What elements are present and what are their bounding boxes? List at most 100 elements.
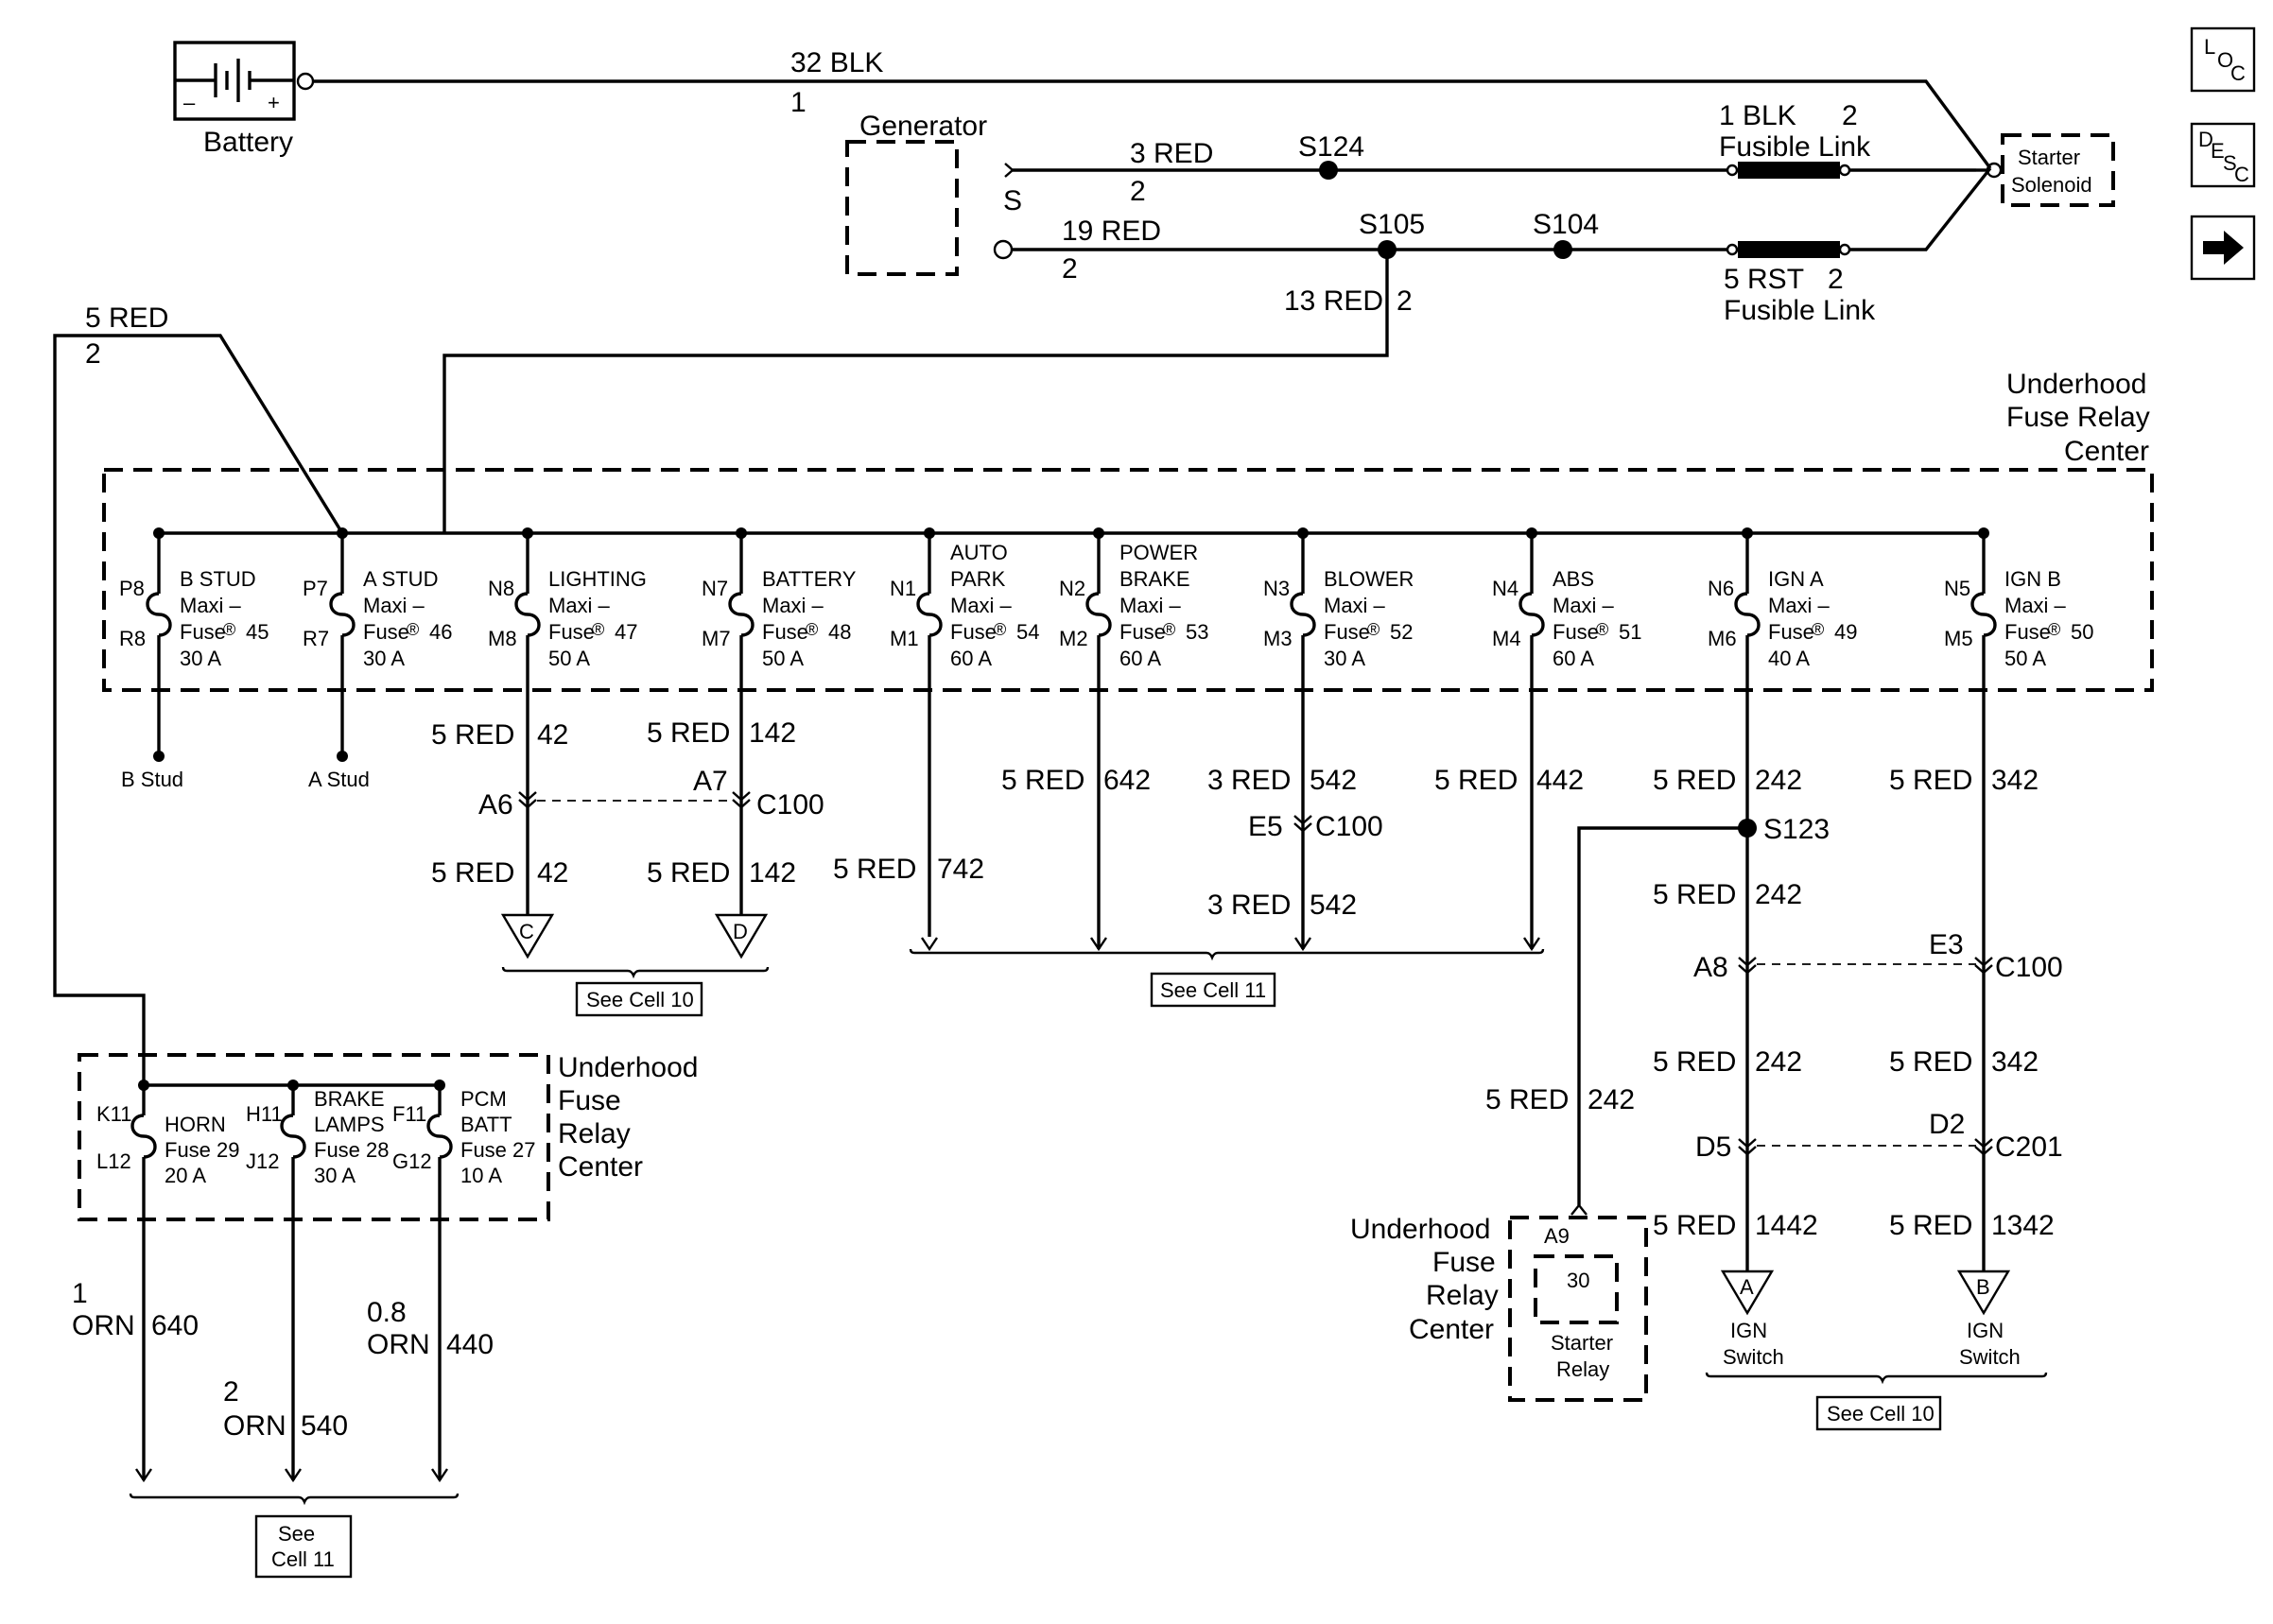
fuse-label-line3: 30 A: [314, 1164, 356, 1187]
ref-c-label: C: [519, 920, 534, 943]
wire-440-circuit: 440: [446, 1329, 494, 1360]
description-button[interactable]: D E S C: [2190, 122, 2256, 188]
conn-e3: E3: [1929, 929, 1964, 960]
fuse-label-line2: Maxi –: [1119, 594, 1182, 617]
splice-s104: [1553, 240, 1572, 259]
arrow-down-icon: [1090, 937, 1107, 952]
fuse-pin-top: P7: [303, 577, 328, 600]
fuse-label-line3: Fuse: [950, 620, 997, 644]
fuse-pin-top: P8: [119, 577, 145, 600]
wire-640-circuit: 640: [151, 1310, 199, 1341]
registered-mark: ®: [1812, 620, 1824, 639]
fuse-pin-bottom: M3: [1263, 627, 1293, 650]
connector-chevron-icon: [518, 791, 537, 802]
fuse-element-icon: [329, 592, 356, 637]
registered-mark: ®: [1596, 620, 1608, 639]
ign-a-line2: Switch: [1723, 1345, 1784, 1369]
conn-e5: E5: [1248, 811, 1283, 842]
ufrc-main-line1: Underhood: [2006, 369, 2146, 400]
generator-label: Generator: [859, 111, 987, 142]
registered-mark: ®: [1163, 620, 1175, 639]
wire-442-color: 5 RED: [1434, 765, 1518, 796]
see-cell-11-mid[interactable]: [1150, 972, 1276, 1008]
fuse-label-line3: Fuse: [1324, 620, 1370, 644]
ufrc-lower-line1: Underhood: [558, 1052, 698, 1083]
fuse-label-line2: Maxi –: [363, 594, 425, 617]
wire-1442-color: 5 RED: [1653, 1210, 1736, 1241]
fuse-element-icon: [280, 1114, 306, 1159]
fuse-number: 53: [1186, 620, 1208, 644]
conn-c100-1: C100: [756, 789, 824, 821]
generator-pin-s: S: [1003, 185, 1022, 216]
fuse-label-line3: 10 A: [460, 1164, 502, 1187]
fuse-label-line1: LAMPS: [314, 1113, 385, 1136]
connector-chevron-icon: [732, 791, 751, 802]
fuse-label-line0: BRAKE: [314, 1087, 385, 1111]
fuse-element-icon: [426, 1114, 453, 1159]
see-cell-10-left[interactable]: [575, 981, 703, 1017]
fuse-element-icon: [1290, 592, 1316, 637]
fuse-amperage: 30 A: [363, 647, 405, 670]
wire-242d-color: 5 RED: [1485, 1084, 1569, 1115]
fuse-amperage: 40 A: [1768, 647, 1810, 670]
next-arrow-button[interactable]: [2190, 215, 2256, 281]
connector-chevron-icon: [1974, 1138, 1993, 1149]
description-button-s: S: [2223, 151, 2237, 175]
see-cell-10-right-label: See Cell 10: [1827, 1402, 1935, 1425]
fuse-label-line2: Fuse 27: [460, 1138, 536, 1162]
fuse-pin-bottom: J12: [246, 1149, 279, 1173]
fuse-pin-bottom: M5: [1944, 627, 1973, 650]
ufrc-relay-line4: Center: [1409, 1314, 1494, 1345]
arrow-down-icon: [135, 1468, 152, 1483]
fuse-pin-bottom: R8: [119, 627, 146, 650]
see-cell-10-left-label: See Cell 10: [586, 988, 694, 1011]
fuse-pin-top: F11: [392, 1102, 426, 1126]
arrow-right-icon: [2203, 231, 2244, 265]
fusible-link-2: [1738, 241, 1840, 258]
ufrc-lower-box: [78, 1053, 550, 1221]
connector-chevron-icon: [1974, 1146, 1993, 1156]
connector-chevron-icon: [1738, 1146, 1757, 1156]
fuse-pin-top: N1: [890, 577, 916, 600]
fuse-element-icon: [1085, 592, 1112, 637]
wire-742-color: 5 RED: [833, 854, 916, 885]
starter-solenoid-line2: Solenoid: [2011, 173, 2092, 197]
ign-b-line1: IGN: [1967, 1319, 2004, 1342]
ref-c-triangle: [500, 913, 555, 959]
see-cell-10-right[interactable]: [1815, 1395, 1942, 1431]
registered-mark: ®: [994, 620, 1006, 639]
fuse-pin-top: N2: [1059, 577, 1085, 600]
fuse-element-icon: [1734, 592, 1761, 637]
fuse-pin-bottom: M2: [1059, 627, 1088, 650]
wire-13red: [442, 250, 1389, 533]
battery-cable-circuit: 1: [790, 87, 807, 118]
conn-a7: A7: [693, 766, 728, 797]
fuse-label-line1: BATTERY: [762, 567, 857, 591]
fuse-amperage: 50 A: [762, 647, 804, 670]
starter-relay-pin: 30: [1567, 1269, 1589, 1292]
fuse-number: 50: [2071, 620, 2093, 644]
ref-b-triangle: [1956, 1270, 2011, 1316]
connector-chevron-icon: [1293, 815, 1312, 825]
ref-b-label: B: [1976, 1275, 1990, 1299]
wire-640-color: ORN: [72, 1310, 135, 1341]
fuse-number: 48: [828, 620, 851, 644]
fuse-pin-bottom: M6: [1708, 627, 1737, 650]
ign-a-line1: IGN: [1730, 1319, 1767, 1342]
description-button-c: C: [2234, 163, 2249, 186]
fuse-pin-bottom: M8: [488, 627, 517, 650]
location-button[interactable]: L O C: [2190, 26, 2256, 93]
wire-342a-circuit: 342: [1991, 765, 2039, 796]
wire-342b-color: 5 RED: [1889, 1046, 1972, 1078]
connector-chevron-icon: [1738, 957, 1757, 967]
fuse-label-line3: Fuse: [363, 620, 409, 644]
fuse-element-icon: [728, 592, 755, 637]
starter-solenoid-line1: Starter: [2018, 146, 2080, 169]
see-cell-11-bottom[interactable]: [254, 1514, 353, 1579]
fusible-link-2-color: 5 RST: [1724, 264, 1804, 295]
wire-540-circuit: 540: [301, 1410, 348, 1442]
